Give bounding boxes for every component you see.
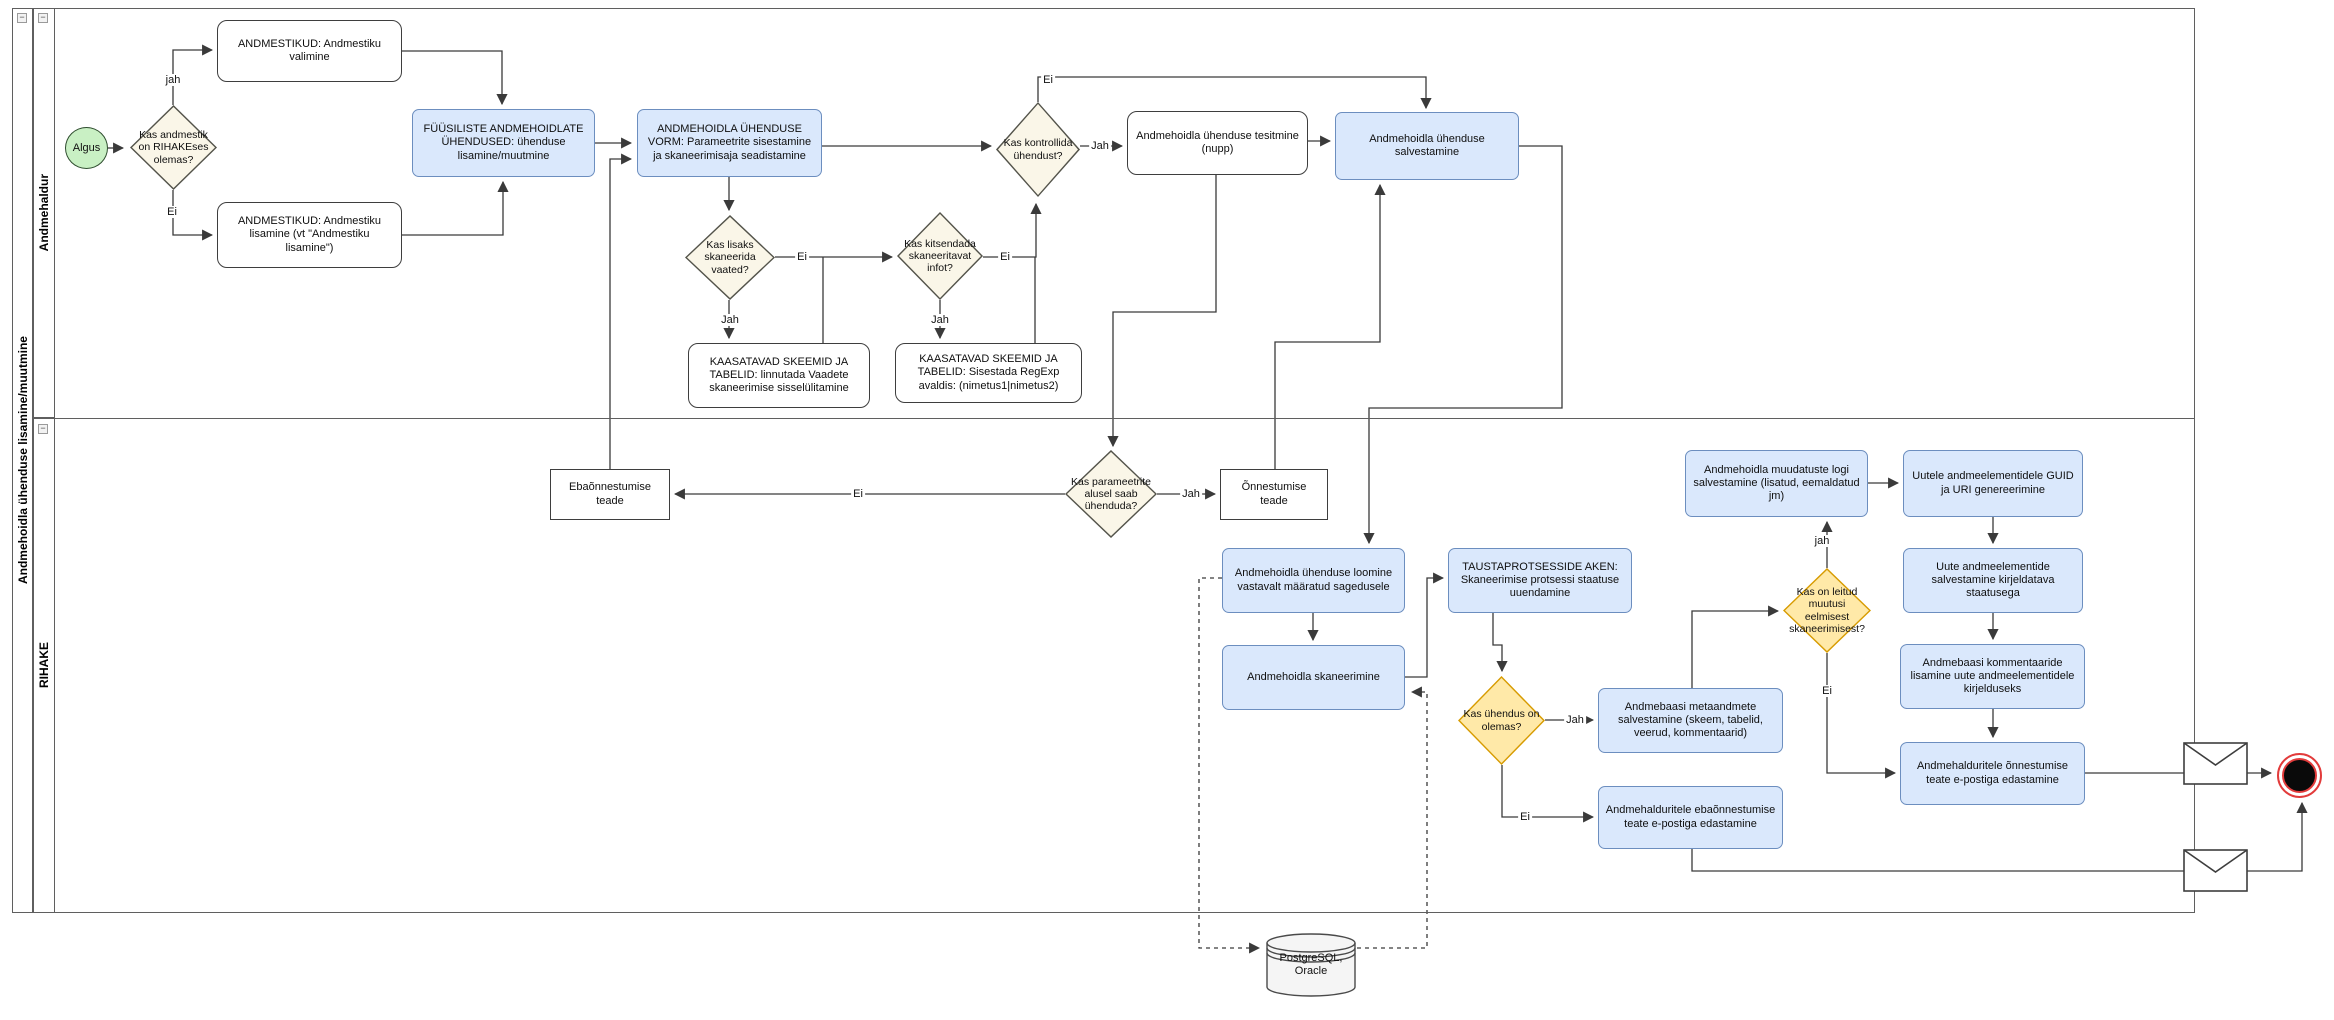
edge-ebaonn-vorm[interactable] xyxy=(609,153,633,469)
task-yhenduse-vorm[interactable]: ANDMEHOIDLA ÜHENDUSE VORM: Parameetrite … xyxy=(637,109,822,177)
edge-db-skaneerimine-dashed[interactable] xyxy=(1357,686,1428,949)
pool-collapse-icon[interactable]: − xyxy=(17,13,27,23)
edge-label-ei: Ei xyxy=(851,488,865,500)
edge-salvestamine-loomine[interactable] xyxy=(1363,145,1563,545)
decision-parameetrite-alusel[interactable]: Kas parameetrite alusel saab ühenduda? xyxy=(1065,450,1157,538)
task-kaasatavad-regexp[interactable]: KAASATAVAD SKEEMID JA TABELID: Sisestada… xyxy=(895,343,1082,403)
task-taustaprotsesside-aken[interactable]: TAUSTAPROTSESSIDE AKEN: Skaneerimise pro… xyxy=(1448,548,1632,613)
task-yhenduse-salvestamine[interactable]: Andmehoidla ühenduse salvestamine xyxy=(1335,112,1519,180)
pool-title: Andmehoidla ühenduse lisamine/muutmine xyxy=(15,336,30,585)
edge-label-ei: Ei xyxy=(1041,74,1055,86)
task-fyysiliste-yhendused[interactable]: FÜÜSILISTE ANDMEHOIDLATE ÜHENDUSED: ühen… xyxy=(412,109,595,177)
decision-kontrollida-yhendust[interactable]: Kas kontrollida ühendust? xyxy=(996,102,1080,197)
decision-dataset-exists[interactable]: Kas andmestik on RIHAKEses olemas? xyxy=(130,105,217,190)
task-andmehoidla-skaneerimine[interactable]: Andmehoidla skaneerimine xyxy=(1222,645,1405,710)
edge-ebaonnepost-end[interactable] xyxy=(1691,801,2308,872)
edge-valimine-fyysiliste[interactable] xyxy=(402,50,508,106)
edge-testimine-parameetrid[interactable] xyxy=(1107,175,1217,448)
task-yhenduse-testimine[interactable]: Andmehoidla ühenduse tesitmine (nupp) xyxy=(1127,111,1308,175)
task-yhenduse-loomine[interactable]: Andmehoidla ühenduse loomine vastavalt m… xyxy=(1222,548,1405,613)
message-envelope-icon[interactable] xyxy=(2183,742,2248,790)
task-uute-elementide-salvestamine[interactable]: Uute andmeelementide salvestamine kirjel… xyxy=(1903,548,2083,613)
task-andmestiku-valimine[interactable]: ANDMESTIKUD: Andmestiku valimine xyxy=(217,20,402,82)
edge-lisamine-fyysiliste[interactable] xyxy=(402,180,509,236)
lane-divider xyxy=(33,418,2195,419)
end-event-inner-circle xyxy=(2282,758,2317,793)
edge-label-jah: jah xyxy=(163,74,183,86)
lane1-collapse-icon[interactable]: − xyxy=(38,13,48,23)
edge-label-ei: Ei xyxy=(1518,811,1532,823)
edge-yhendus-ei-ebaonnepost[interactable] xyxy=(1501,765,1595,823)
task-onnestumise-teade[interactable]: Õnnestumise teade xyxy=(1220,469,1328,520)
lane-rihake-title: RIHAKE xyxy=(37,642,51,689)
edge-label-jah: Jah xyxy=(1180,488,1202,500)
lane-rihake[interactable]: RIHAKE xyxy=(33,418,55,913)
pool-title-column[interactable]: Andmehoidla ühenduse lisamine/muutmine xyxy=(12,8,33,913)
edge-label-jah: jah xyxy=(1812,535,1832,547)
task-onnestumise-epost[interactable]: Andmehalduritele õnnestumise teate e-pos… xyxy=(1900,742,2085,805)
edge-label-ei: Ei xyxy=(165,206,179,218)
task-muudatuste-logi[interactable]: Andmehoidla muudatuste logi salvestamine… xyxy=(1685,450,1868,517)
end-event[interactable] xyxy=(2277,753,2322,798)
message-envelope-icon[interactable] xyxy=(2183,849,2248,897)
task-kommentaaride-lisamine[interactable]: Andmebaasi kommentaaride lisamine uute a… xyxy=(1900,644,2085,709)
edge-dataset-jah-valimine[interactable] xyxy=(172,44,214,105)
database-cylinder[interactable]: PostgreSQL, Oracle xyxy=(1265,932,1357,998)
edge-onn-salvestamine[interactable] xyxy=(1274,183,1386,469)
task-guid-uri-genereerimine[interactable]: Uutele andmeelementidele GUID ja URI gen… xyxy=(1903,450,2083,517)
edge-label-jah: Jah xyxy=(1564,714,1586,726)
lane-andmehaldur[interactable]: Andmehaldur xyxy=(33,8,55,418)
edge-label-ei: Ei xyxy=(795,251,809,263)
task-ebaonnestumise-teade[interactable]: Ebaõnnestumise teade xyxy=(550,469,670,520)
edge-loomine-db-dashed[interactable] xyxy=(1198,577,1261,954)
lane-andmehaldur-title: Andmehaldur xyxy=(37,174,51,252)
decision-kitsendada-infot[interactable]: Kas kitsendada skaneeritavat infot? xyxy=(897,212,983,300)
edge-skaneerimine-tausta[interactable] xyxy=(1405,572,1445,678)
decision-yhendus-olemas[interactable]: Kas ühendus on olemas? xyxy=(1458,676,1545,765)
task-metaandmete-salvestamine[interactable]: Andmebaasi metaandmete salvestamine (ske… xyxy=(1598,688,1783,753)
edge-label-jah: Jah xyxy=(929,314,951,326)
edge-tausta-yhendus[interactable] xyxy=(1492,613,1508,673)
edge-label-jah: Jah xyxy=(1089,140,1111,152)
decision-skaneerida-vaated[interactable]: Kas lisaks skaneerida vaated? xyxy=(685,215,775,300)
task-ebaonnestumise-epost[interactable]: Andmehalduritele ebaõnnestumise teate e-… xyxy=(1598,786,1783,849)
edge-dataset-ei-lisamine[interactable] xyxy=(172,190,214,241)
edge-label-ei: Ei xyxy=(998,251,1012,263)
database-label: PostgreSQL, Oracle xyxy=(1279,952,1343,978)
lane2-collapse-icon[interactable]: − xyxy=(38,424,48,434)
decision-leitud-muutusi[interactable]: Kas on leitud muutusi eelmisest skaneeri… xyxy=(1783,568,1871,653)
edge-label-jah: Jah xyxy=(719,314,741,326)
edge-metaandmed-muutused[interactable] xyxy=(1691,605,1780,688)
task-andmestiku-lisamine[interactable]: ANDMESTIKUD: Andmestiku lisamine (vt "An… xyxy=(217,202,402,268)
start-event[interactable]: Algus xyxy=(65,127,108,169)
edge-label-ei: Ei xyxy=(1820,685,1834,697)
task-kaasatavad-vaated[interactable]: KAASATAVAD SKEEMID JA TABELID: linnutada… xyxy=(688,343,870,408)
edge-kontrollida-ei-salvestamine[interactable] xyxy=(1037,76,1432,110)
